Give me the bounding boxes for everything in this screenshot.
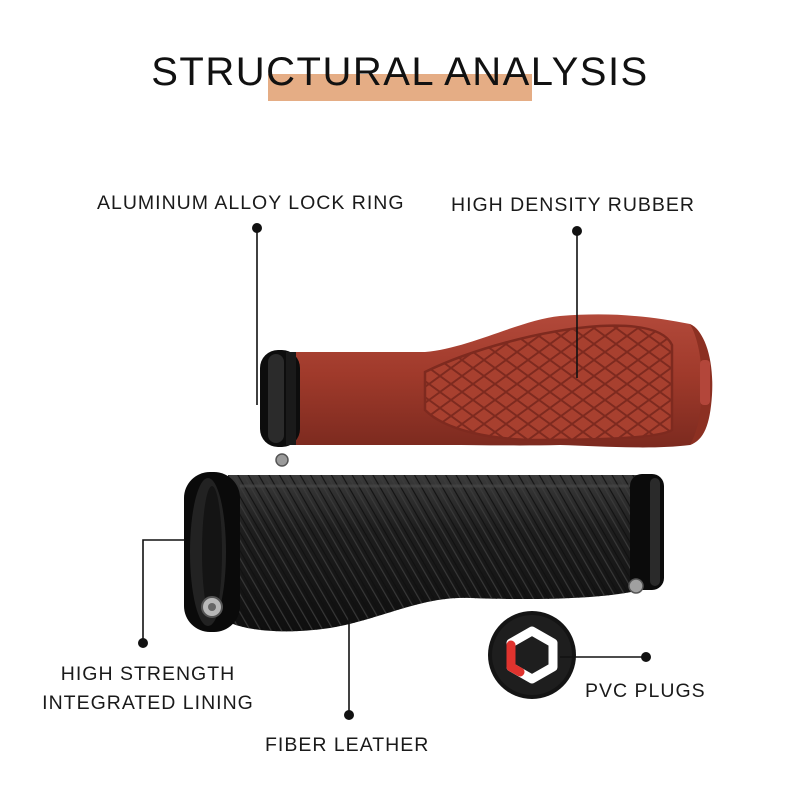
leader-lines — [138, 223, 651, 720]
lower-left-lock-ring — [184, 472, 240, 632]
callout-lining-line1: HIGH STRENGTH — [60, 663, 236, 685]
page-title: STRUCTURAL ANALYSIS — [151, 50, 649, 94]
lower-right-lock-ring — [628, 474, 664, 594]
pvc-plug — [488, 611, 576, 699]
callout-lining: HIGH STRENGTH INTEGRATED LINING — [32, 660, 264, 718]
callout-rubber: HIGH DENSITY RUBBER — [451, 194, 696, 216]
callout-plugs: PVC PLUGS — [585, 680, 706, 702]
title-accent-bar — [268, 74, 532, 101]
leather-grip — [228, 475, 648, 632]
rubber-grip — [293, 314, 713, 448]
callout-lock-ring: ALUMINUM ALLOY LOCK RING — [97, 192, 405, 214]
callout-leather: FIBER LEATHER — [265, 734, 430, 756]
upper-lock-ring — [260, 350, 300, 467]
callout-lining-line2: INTEGRATED LINING — [42, 692, 254, 714]
